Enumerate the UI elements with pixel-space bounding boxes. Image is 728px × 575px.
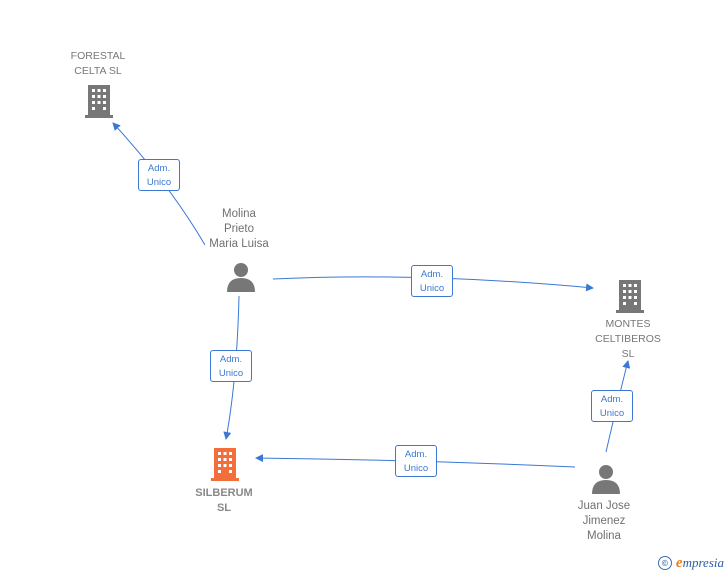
person-icon[interactable]: [592, 465, 620, 494]
edge-label-role: Adm.: [404, 449, 428, 460]
building-icon[interactable]: [85, 85, 113, 118]
edge-label-role-type: Unico: [599, 408, 625, 419]
node-label-line: FORESTAL: [70, 50, 126, 62]
edge-label-role-type: Unico: [419, 283, 445, 294]
brand-logo-initial: e: [675, 554, 683, 571]
node-label-line: MONTES: [605, 318, 651, 330]
building-icon-focus[interactable]: [211, 448, 239, 481]
edge-label-molina-montes[interactable]: Adm. Unico: [411, 265, 453, 297]
node-label-line: Molina: [222, 208, 256, 220]
node-label-juan-jose[interactable]: Juan Jose Jimenez Molina: [564, 499, 644, 544]
edge-label-role-type: Unico: [218, 368, 244, 379]
edge-label-molina-silberum[interactable]: Adm. Unico: [210, 350, 252, 382]
node-label-line: Juan Jose: [577, 500, 631, 512]
edge-label-juan-silberum[interactable]: Adm. Unico: [395, 445, 437, 477]
node-label-line: Maria Luisa: [209, 238, 269, 250]
copyright-icon: ©: [657, 556, 672, 570]
edge-label-molina-forestal[interactable]: Adm. Unico: [138, 159, 180, 191]
node-label-line: Jimenez: [582, 515, 626, 527]
node-label-silberum[interactable]: SILBERUM SL: [184, 486, 264, 516]
brand-logo-rest: mpresia: [682, 554, 724, 570]
edge-label-role: Adm.: [420, 269, 444, 280]
node-label-forestal-celta[interactable]: FORESTAL CELTA SL: [58, 49, 138, 79]
node-label-montes-celtiberos[interactable]: MONTES CELTIBEROS SL: [583, 317, 673, 362]
node-label-line: SL: [216, 502, 232, 514]
edge-label-role-type: Unico: [403, 463, 429, 474]
node-label-molina-prieto[interactable]: Molina Prieto Maria Luisa: [196, 207, 282, 252]
edge-label-role: Adm.: [219, 354, 243, 365]
building-icon[interactable]: [616, 280, 644, 313]
node-label-line: CELTIBEROS: [595, 333, 661, 345]
brand-logo: empresia: [676, 555, 724, 572]
edge-label-juan-montes[interactable]: Adm. Unico: [591, 390, 633, 422]
node-label-line: SL: [621, 348, 635, 360]
footer-brand: © empresia: [657, 555, 724, 572]
edge-label-role-type: Unico: [146, 177, 172, 188]
node-label-line: Prieto: [223, 223, 255, 235]
edge-label-role: Adm.: [600, 394, 624, 405]
node-label-line: CELTA SL: [74, 65, 122, 77]
person-icon[interactable]: [227, 263, 255, 292]
edge-label-role: Adm.: [147, 163, 171, 174]
node-label-line: SILBERUM: [195, 487, 253, 499]
node-label-line: Molina: [587, 530, 621, 542]
